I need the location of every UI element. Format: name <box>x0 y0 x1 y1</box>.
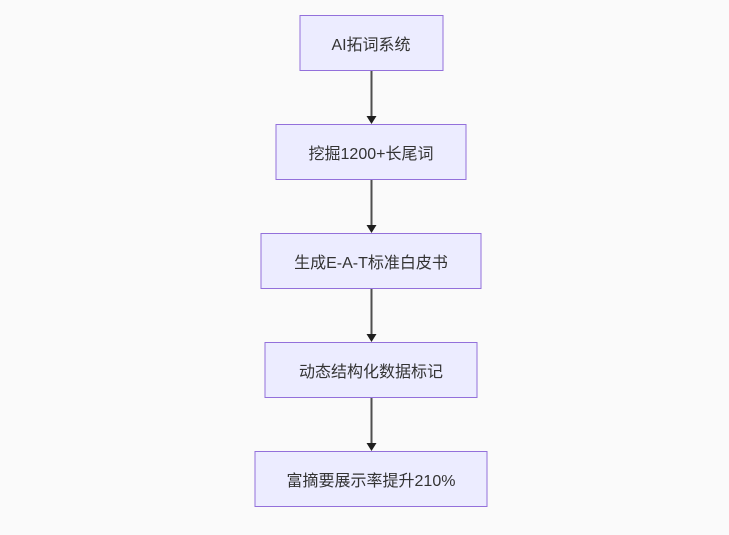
flow-node-label: 富摘要展示率提升210% <box>286 473 456 490</box>
flow-node-rich-snippet-rate: 富摘要展示率提升210% <box>254 451 488 507</box>
flowchart: AI拓词系统 挖掘1200+长尾词 生成E-A-T标准白皮书 动态结构化数据标记 <box>254 15 488 507</box>
flow-node-longtail-keywords: 挖掘1200+长尾词 <box>275 124 467 180</box>
flow-node-structured-data-markup: 动态结构化数据标记 <box>264 342 478 398</box>
flow-node-label: AI拓词系统 <box>331 37 411 54</box>
arrow-line <box>370 180 372 225</box>
flow-node-label: 动态结构化数据标记 <box>298 364 443 381</box>
arrowhead-icon <box>366 443 376 451</box>
arrow-line <box>370 289 372 334</box>
flow-node-label: 挖掘1200+长尾词 <box>308 146 434 163</box>
arrow-line <box>370 71 372 116</box>
arrowhead-icon <box>366 225 376 233</box>
arrowhead-icon <box>366 334 376 342</box>
arrow-line <box>370 398 372 443</box>
arrow-connector-2 <box>366 180 376 233</box>
flow-node-label: 生成E-A-T标准白皮书 <box>294 255 448 272</box>
arrowhead-icon <box>366 116 376 124</box>
flow-node-eat-whitepaper: 生成E-A-T标准白皮书 <box>260 233 482 289</box>
arrow-connector-1 <box>366 71 376 124</box>
arrow-connector-4 <box>366 398 376 451</box>
flow-node-ai-expansion-system: AI拓词系统 <box>299 15 443 71</box>
arrow-connector-3 <box>366 289 376 342</box>
